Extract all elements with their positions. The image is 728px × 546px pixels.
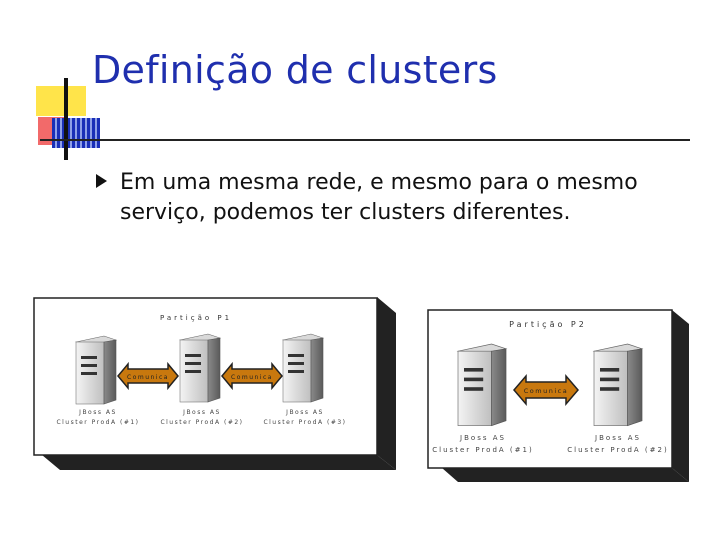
partition-p2-label: Partição P2 — [509, 320, 587, 329]
server-icon — [179, 333, 221, 403]
link-label: Comunica — [127, 374, 169, 381]
server-cluster: Cluster ProdA (#1) — [432, 446, 533, 454]
server-cluster: Cluster ProdA (#2) — [160, 419, 243, 426]
decor-yellow-square — [36, 86, 86, 116]
slide-title: Definição de clusters — [92, 48, 498, 92]
server-cluster: Cluster ProdA (#3) — [263, 419, 346, 426]
server-cluster: Cluster ProdA (#2) — [567, 446, 668, 454]
decor-vertical-line — [64, 78, 68, 160]
bullet-arrow-icon — [96, 174, 107, 188]
server-name: JBoss AS — [182, 409, 221, 416]
server-icon — [75, 335, 117, 405]
title-divider — [40, 139, 690, 141]
server-icon — [282, 333, 324, 403]
server-cluster: Cluster ProdA (#1) — [56, 419, 139, 426]
link-label: Comunica — [231, 374, 273, 381]
comunica-arrow — [221, 361, 283, 391]
bullet-text: Em uma mesma rede, e mesmo para o mesmo … — [120, 170, 638, 225]
bullet-item: Em uma mesma rede, e mesmo para o mesmo … — [96, 168, 656, 228]
server-name: JBoss AS — [78, 409, 117, 416]
partition-p1-label: Partição P1 — [160, 314, 232, 322]
link-label: Comunica — [524, 387, 568, 395]
server-icon — [593, 343, 643, 427]
comunica-arrow — [117, 361, 179, 391]
decor-blue-square — [52, 118, 100, 148]
server-name: JBoss AS — [285, 409, 324, 416]
server-name: JBoss AS — [594, 434, 641, 442]
server-name: JBoss AS — [459, 434, 506, 442]
comunica-arrow — [513, 373, 579, 407]
server-icon — [457, 343, 507, 427]
